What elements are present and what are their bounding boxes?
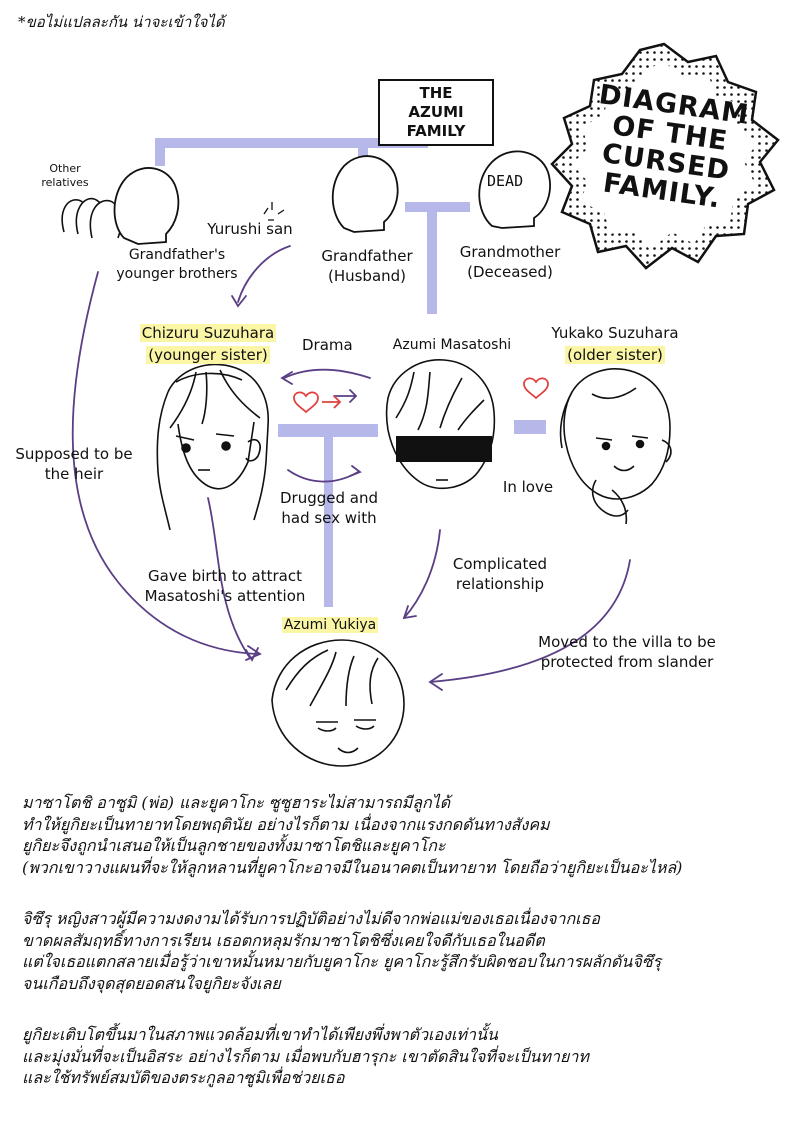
thai-paragraph-2: จิซึรุ หญิงสาวผู้มีความงดงามได้รับการปฏิ…	[22, 908, 782, 994]
moved-label: Moved to the villa to be protected from …	[522, 632, 732, 672]
grandmother-label: Grandmother (Deceased)	[455, 242, 565, 282]
yukako-name: Yukako Suzuhara	[551, 324, 679, 342]
family-box: THE AZUMI FAMILY	[378, 79, 494, 146]
paragraph-line: และมุ่งมั่นที่จะเป็นอิสระ อย่างไรก็ตาม เ…	[22, 1046, 589, 1066]
label-line: Complicated	[452, 555, 548, 573]
grandfathers-brothers-label: Grandfather's younger brothers	[102, 246, 252, 284]
label-line: Grandfather	[321, 247, 413, 265]
yukiya-label: Azumi Yukiya	[270, 614, 390, 636]
paragraph-line: แต่ใจเธอแตกสลายเมื่อรู้ว่าเขาหมั้นหมายกั…	[22, 952, 662, 971]
other-relatives-figures	[61, 197, 122, 239]
family-box-line: FAMILY	[406, 122, 466, 140]
paragraph-line: ยูกิยะจึงถูกนำเสนอให้เป็นลูกชายของทั้งมา…	[22, 836, 446, 855]
label-line: (Husband)	[327, 267, 407, 285]
paragraph-line: และใช้ทรัพย์สมบัติของตระกูลอาซูมิเพื่อช่…	[22, 1068, 345, 1087]
label-line: Grandmother	[459, 243, 561, 261]
title-starburst	[550, 42, 780, 270]
diagram-title: DIAGRAM OF THE CURSED FAMILY.	[573, 78, 763, 217]
paragraph-line: จนเกือบถึงจุดสุดยอดสนใจยูกิยะจังเลย	[22, 973, 281, 993]
label-line: Moved to the villa to be	[538, 633, 716, 651]
label-line: Masatoshi's attention	[144, 587, 306, 605]
drama-label: Drama	[302, 336, 353, 354]
yukako-label: Yukako Suzuhara (older sister)	[540, 322, 690, 366]
drugged-label: Drugged and had sex with	[276, 488, 382, 528]
yukiya-face	[271, 639, 405, 767]
label-line: relationship	[455, 575, 545, 593]
yurushi-label: Yurushi san	[207, 220, 293, 238]
paragraph-line: (พวกเขาวางแผนที่จะให้ลูกหลานที่ยูคาโกะอา…	[22, 857, 683, 877]
chizuru-face	[156, 363, 269, 531]
annoyed-mark-icon	[263, 202, 285, 221]
label-line: relatives	[41, 176, 89, 189]
yukako-face	[559, 368, 672, 525]
translator-note: *ขอไม่แปลละกัน น่าจะเข้าใจได้	[18, 13, 225, 31]
chizuru-role: (younger sister)	[146, 346, 270, 364]
label-line: Grandfather's	[128, 247, 226, 263]
grandfather-label: Grandfather (Husband)	[312, 246, 422, 286]
chizuru-name: Chizuru Suzuhara	[139, 324, 277, 342]
paragraph-line: ขาดผลสัมฤทธิ์ทางการเรียน เธอตกหลุมรักมาซ…	[22, 930, 545, 950]
label-line: Gave birth to attract	[148, 567, 302, 585]
masatoshi-label: Azumi Masatoshi	[392, 337, 512, 353]
heart-icon	[293, 391, 319, 414]
label-line: had sex with	[281, 509, 377, 527]
dead-mark: DEAD	[487, 172, 524, 190]
thai-paragraph-3: ยูกิยะเติบโตขึ้นมาในสภาพแวดล้อมที่เขาทำไ…	[22, 1024, 782, 1089]
grandmother-head	[478, 150, 551, 229]
label-line: Drugged and	[279, 489, 378, 507]
gave-birth-label: Gave birth to attract Masatoshi's attent…	[140, 566, 310, 606]
grandfather-head	[331, 155, 399, 233]
yukiya-name: Azumi Yukiya	[281, 617, 379, 633]
complicated-label: Complicated relationship	[440, 554, 560, 594]
paragraph-line: จิซึรุ หญิงสาวผู้มีความงดงามได้รับการปฏิ…	[22, 909, 600, 928]
in-love-label: In love	[502, 478, 554, 496]
heart-icon	[523, 377, 549, 400]
label-line: Supposed to be	[15, 445, 133, 463]
chizuru-label: Chizuru Suzuhara (younger sister)	[128, 322, 288, 366]
paragraph-line: มาซาโตชิ อาซูมิ (พ่อ) และยูคาโกะ ซูซูฮาร…	[22, 793, 451, 812]
paragraph-line: ยูกิยะเติบโตขึ้นมาในสภาพแวดล้อมที่เขาทำไ…	[22, 1025, 498, 1044]
thai-paragraph-1: มาซาโตชิ อาซูมิ (พ่อ) และยูคาโกะ ซูซูฮาร…	[22, 792, 782, 878]
label-line: (Deceased)	[467, 263, 553, 281]
family-box-line: THE AZUMI	[408, 84, 464, 121]
masatoshi-face	[385, 359, 496, 490]
label-line: younger brothers	[116, 266, 238, 282]
heart-icons	[293, 377, 549, 414]
other-relatives-label: Other relatives	[30, 162, 100, 190]
yukako-role: (older sister)	[565, 346, 665, 364]
paragraph-line: ทำให้ยูกิยะเป็นทายาทโดยพฤตินัย อย่างไรก็…	[22, 814, 550, 834]
label-line: protected from slander	[540, 653, 714, 671]
heir-label: Supposed to be the heir	[14, 444, 134, 484]
label-line: Other	[49, 162, 81, 175]
relationship-arrows	[71, 245, 631, 691]
grandfathers-brothers-head	[113, 167, 180, 245]
label-line: the heir	[44, 465, 104, 483]
